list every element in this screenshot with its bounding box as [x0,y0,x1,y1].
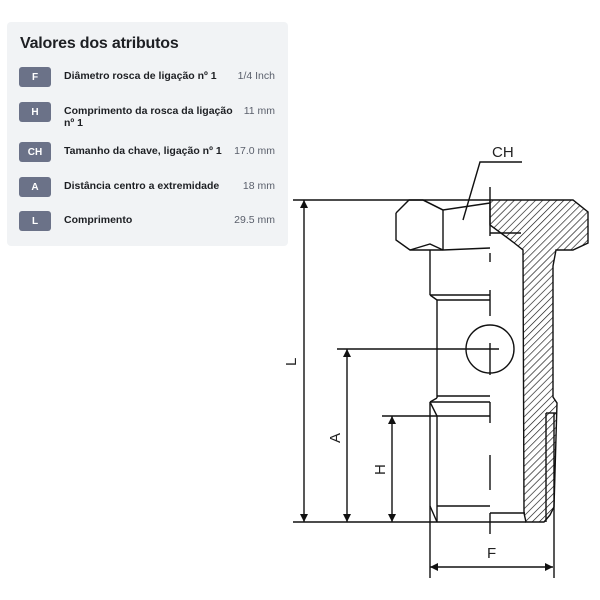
section-hatch [489,199,589,523]
attribute-row-h: H Comprimento da rosca da ligação nº 1 1… [7,102,288,129]
label-f: F [487,545,496,562]
attribute-value: 1/4 Inch [237,70,275,82]
attribute-badge: A [19,177,51,197]
attribute-badge: F [19,67,51,87]
panel-title: Valores dos atributos [20,35,179,52]
attribute-row-f: F Diâmetro rosca de ligação nº 1 1/4 Inc… [7,67,288,89]
attribute-value: 17.0 mm [234,145,275,157]
attribute-row-a: A Distância centro a extremidade 18 mm [7,177,288,199]
attribute-row-ch: CH Tamanho da chave, ligação nº 1 17.0 m… [7,142,288,164]
attribute-value: 18 mm [242,180,275,192]
attribute-badge: L [19,211,51,231]
attribute-values-panel: Valores dos atributos F Diâmetro rosca d… [7,22,288,246]
label-l: L [283,358,300,366]
attribute-badge: CH [19,142,51,162]
ch-leader [462,161,522,221]
attribute-row-l: L Comprimento 29.5 mm [7,211,288,233]
attribute-label: Comprimento da rosca da ligação nº 1 [64,105,233,129]
label-ch: CH [492,144,514,161]
attribute-label: Diâmetro rosca de ligação nº 1 [64,70,217,82]
attribute-label: Comprimento [64,214,133,226]
attribute-value: 29.5 mm [234,214,275,226]
label-h: H [372,464,389,475]
label-a: A [327,433,344,443]
attribute-label: Tamanho da chave, ligação nº 1 [64,145,222,157]
attribute-label: Distância centro a extremidade [64,180,220,192]
attribute-badge: H [19,102,51,122]
attribute-value: 11 mm [243,105,275,117]
